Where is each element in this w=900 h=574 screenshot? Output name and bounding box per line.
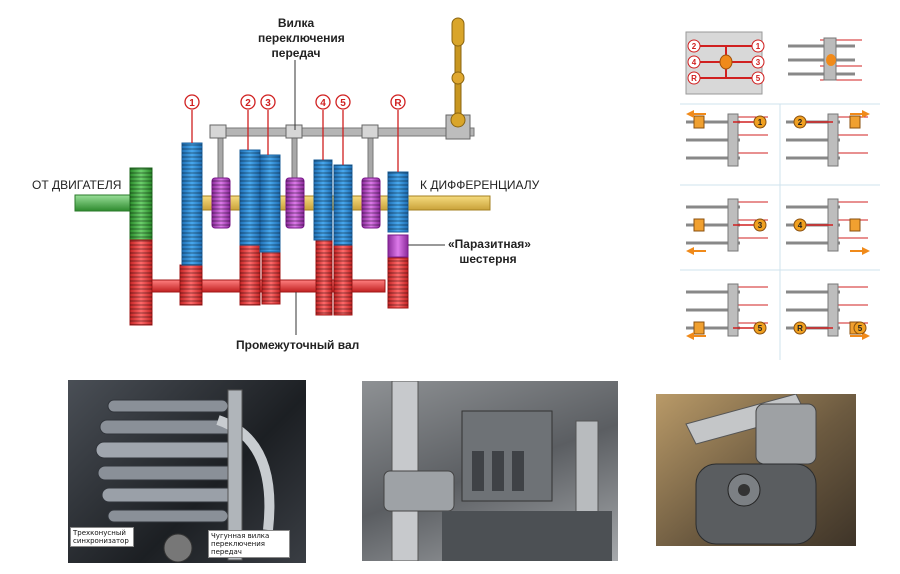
- caption-triple-cone-synchronizer: Трехконусный синхронизатор: [70, 527, 134, 547]
- mini-detent: [693, 321, 705, 335]
- mini-selector: [827, 113, 839, 167]
- mini-selector: [727, 283, 739, 337]
- gate-label-5: 5: [756, 74, 761, 83]
- gear-number-2: 2: [245, 98, 251, 109]
- mini-gear-badge: [793, 218, 807, 232]
- mini-gear-badge: [793, 321, 807, 335]
- gear-number-markers: [184, 94, 406, 172]
- gear-number-1: 1: [189, 98, 195, 109]
- rail-blocks: [209, 114, 471, 140]
- gate-label-4: 4: [692, 58, 697, 67]
- idler-gear: [387, 234, 409, 258]
- mini-arrow: [686, 332, 706, 340]
- mini-arrow: [850, 332, 870, 340]
- photo-shift-linkage: [656, 394, 856, 546]
- gearbox-diagram: 1 2 3 4 5 R: [74, 17, 491, 335]
- mini-arrow: [686, 247, 706, 255]
- mini-gear-number: 5: [858, 324, 863, 333]
- gate-label-2: 2: [692, 42, 697, 51]
- photo-synchronizer-art: [95, 389, 275, 563]
- mini-gear-badge: [793, 115, 807, 129]
- mini-gear-number: 1: [758, 118, 763, 127]
- label-from-engine: ОТ ДВИГАТЕЛЯ: [32, 178, 122, 192]
- mini-gear-number: 2: [798, 118, 803, 127]
- photo-shift-linkage-art: [685, 394, 817, 545]
- photo-synchronizer: Трехконусный синхронизатор Чугунная вилк…: [68, 380, 306, 563]
- gear-number-5: 5: [340, 98, 346, 109]
- mini-gear-badge: [753, 321, 767, 335]
- neutral-rails: [788, 37, 862, 81]
- mini-gear-number: 4: [798, 221, 803, 230]
- label-shift-fork: Вилка переключения передач: [258, 16, 345, 61]
- gate-label-3: 3: [756, 58, 761, 67]
- label-shift-fork-line1: Вилка: [277, 16, 315, 30]
- main-shaft-gears: [181, 142, 409, 266]
- mini-selector: [827, 283, 839, 337]
- shift-lever: [450, 17, 466, 128]
- countershaft-gears: [179, 239, 409, 316]
- mini-detent: [693, 218, 705, 232]
- mini-gear-number: 3: [758, 221, 763, 230]
- mini-arrow: [850, 110, 870, 118]
- photo-shift-mechanism: [362, 381, 618, 561]
- mini-gear-number: 5: [758, 324, 763, 333]
- label-idler-gear: «Паразитная» шестерня: [448, 237, 531, 267]
- mini-selector: [727, 113, 739, 167]
- mini-gear-badge: [753, 218, 767, 232]
- input-shaft: [74, 194, 136, 212]
- mini-detent: [849, 115, 861, 129]
- label-shift-fork-line3: передач: [271, 46, 321, 60]
- gear-number-r: R: [394, 98, 402, 109]
- synchronizers: [211, 177, 381, 229]
- gate-label-r: R: [691, 74, 697, 83]
- pattern-grid: [680, 103, 880, 360]
- mini-detent: [849, 218, 861, 232]
- label-countershaft: Промежуточный вал: [236, 338, 360, 352]
- mini-arrow: [686, 110, 706, 118]
- gear-number-3: 3: [265, 98, 271, 109]
- mini-arrow: [850, 247, 870, 255]
- mini-gear-badge: [853, 321, 867, 335]
- label-idler-line1: «Паразитная»: [448, 237, 531, 251]
- label-shift-fork-line2: переключения: [258, 31, 345, 45]
- label-idler-line2: шестерня: [459, 252, 517, 266]
- photo-shift-mechanism-art: [383, 381, 612, 561]
- label-to-differential: К ДИФФЕРЕНЦИАЛУ: [420, 178, 540, 192]
- mini-gear-badge: [753, 115, 767, 129]
- mini-detent: [693, 115, 705, 129]
- mini-gear-number: R: [797, 324, 803, 333]
- gate-label-1: 1: [756, 42, 761, 51]
- gear-number-4: 4: [320, 98, 326, 109]
- caption-cast-iron-fork: Чугунная вилка переключения передач: [208, 530, 290, 558]
